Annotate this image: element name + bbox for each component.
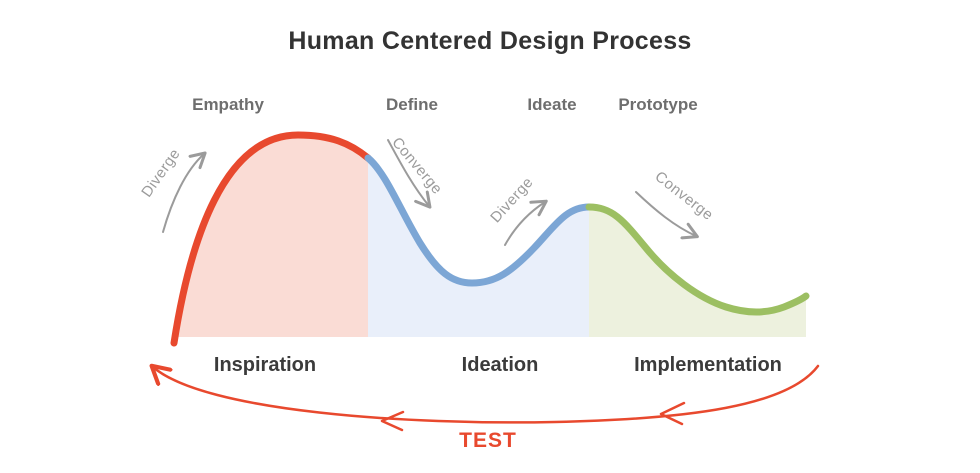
converge-arrow-2 [635,191,699,240]
implementation-area [589,207,806,337]
ideation-curve [364,154,593,287]
page-title: Human Centered Design Process [288,27,692,55]
implementation-curve [585,203,810,316]
stage-label-inspiration: Inspiration [213,354,317,376]
phase-label-empathy: Empathy [192,95,264,114]
test-loop-mid-arrowhead-left [380,410,405,432]
phase-label-prototype: Prototype [618,95,698,114]
stage-label-implementation: Implementation [634,354,782,376]
inspiration-curve [170,131,372,347]
stage-label-ideation: Ideation [461,354,539,376]
ideation-area [368,158,589,337]
diverge-arrow-1 [162,151,207,233]
converge-arrow-1 [387,139,432,209]
phase-label-define: Define [386,95,438,114]
test-loop-arrow [153,366,820,424]
test-loop-mid-arrowhead-right [659,401,686,426]
test-label: TEST [459,429,517,452]
diverge-arrow-2 [504,199,548,246]
phase-label-ideate: Ideate [527,95,577,114]
